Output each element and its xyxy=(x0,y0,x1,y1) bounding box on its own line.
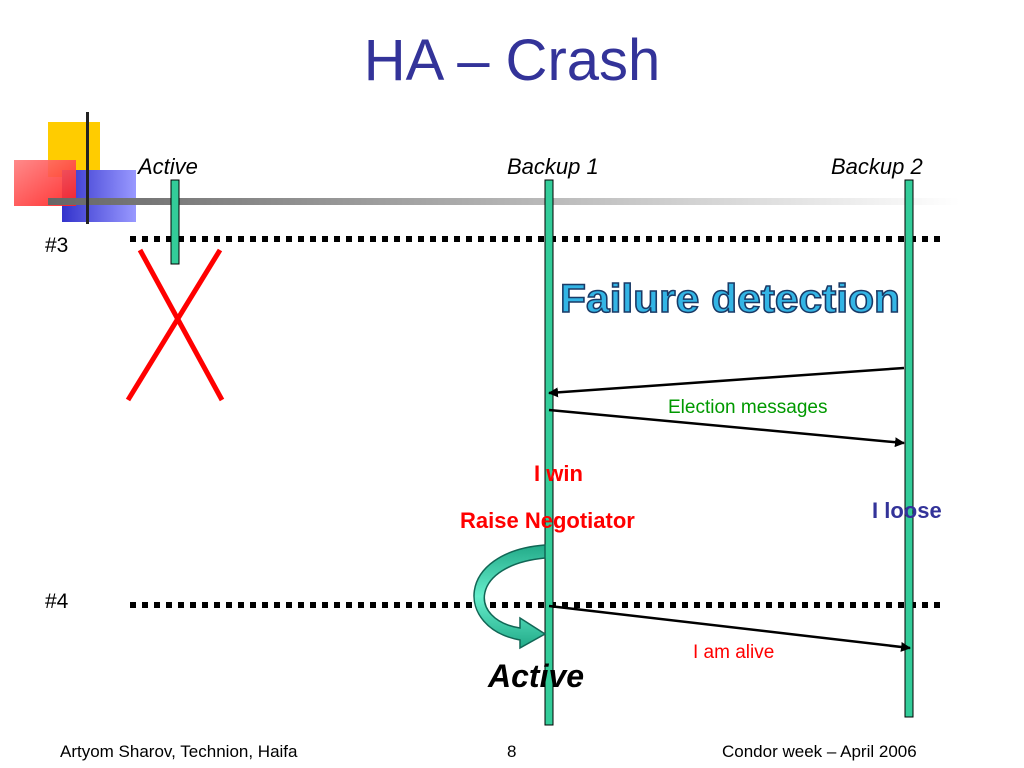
footer-event: Condor week – April 2006 xyxy=(722,742,917,761)
round-label-3: #3 xyxy=(45,234,69,257)
election-arrow-to-backup2 xyxy=(548,408,905,448)
slide-title: HA – Crash xyxy=(363,28,661,93)
node-label-active: Active xyxy=(138,154,198,179)
crash-mark xyxy=(125,248,225,402)
election-messages-label: Election messages xyxy=(668,397,828,418)
i-loose-label: I loose xyxy=(872,498,942,523)
active-state-label: Active xyxy=(488,658,585,694)
footer-page-number: 8 xyxy=(507,742,517,761)
i-am-alive-label: I am alive xyxy=(693,642,775,663)
alive-arrow xyxy=(548,604,911,652)
active-lifeline xyxy=(170,179,180,265)
round-label-4: #4 xyxy=(45,590,69,613)
failure-detection-wordart: Failure detection xyxy=(560,277,900,321)
raise-negotiator-label: Raise Negotiator xyxy=(460,508,635,533)
decorative-corner-logo xyxy=(14,112,960,224)
i-win-label: I win xyxy=(534,461,583,486)
backup1-lifeline xyxy=(544,179,554,726)
election-arrow-to-backup1 xyxy=(548,366,905,398)
backup2-lifeline xyxy=(904,179,914,718)
node-label-backup-1: Backup 1 xyxy=(507,154,599,179)
state-transition-arrow xyxy=(473,544,547,650)
footer-author: Artyom Sharov, Technion, Haifa xyxy=(60,742,298,761)
node-label-backup-2: Backup 2 xyxy=(831,154,923,179)
